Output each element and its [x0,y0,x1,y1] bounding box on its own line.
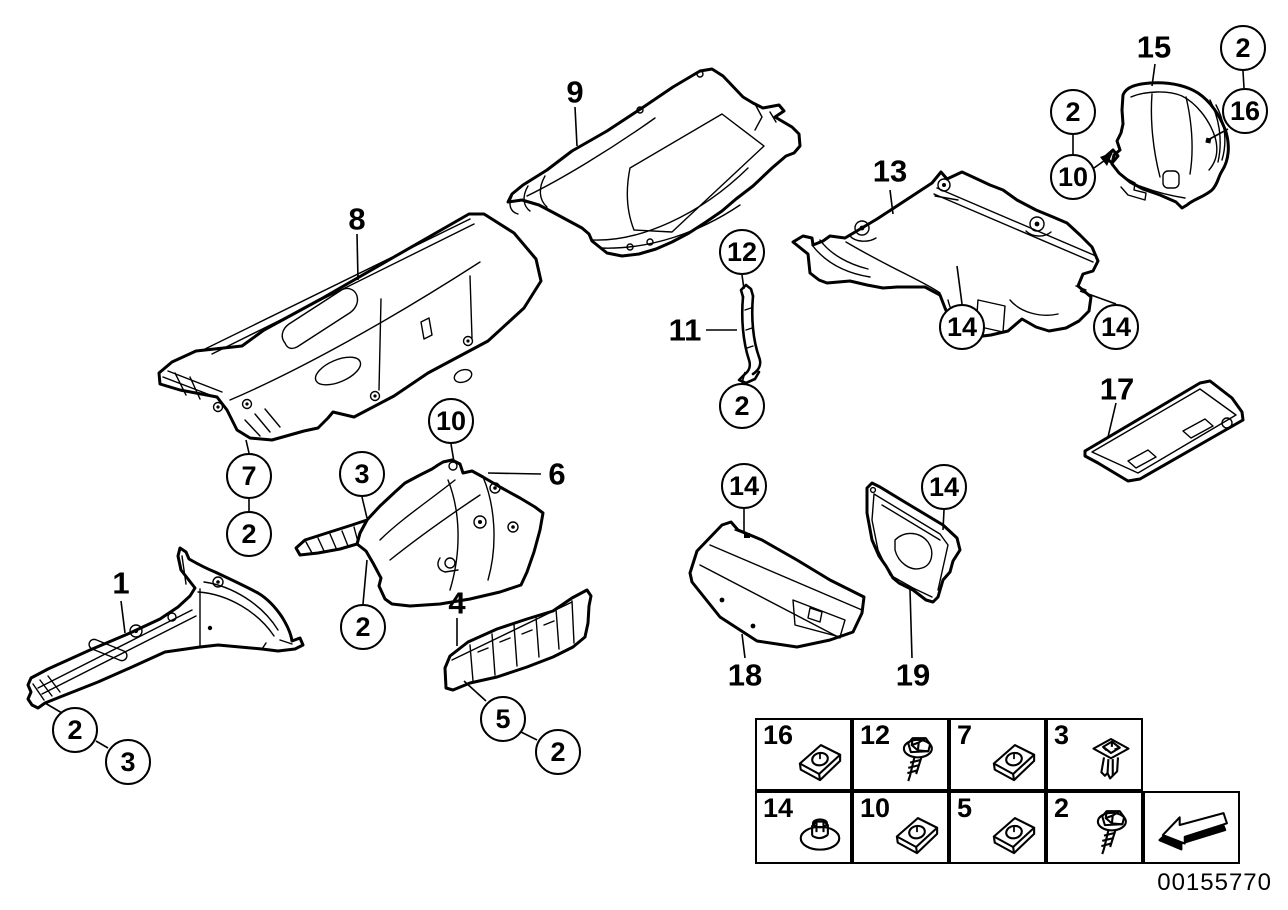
leader-line [356,233,359,281]
leader-line [450,443,455,463]
leader-line [120,600,126,634]
legend-cell-2[interactable]: 2 [1046,791,1143,864]
legend-cell-number: 5 [957,793,973,823]
fastener-callout-3[interactable]: 3 [339,451,385,497]
legend-cell-16[interactable]: 16 [755,718,852,791]
legend-nav-arrow-cell[interactable] [1143,791,1240,864]
fastener-callout-2[interactable]: 2 [1050,89,1096,135]
part-9-drawing[interactable] [506,67,802,258]
part-label-13[interactable]: 13 [872,153,908,189]
leader-line [741,633,746,659]
leader-line [362,559,368,605]
leader-line [95,740,109,749]
fastener-callout-10[interactable]: 10 [428,398,474,444]
leader-line [1107,402,1117,438]
legend-cell-number: 16 [763,720,794,750]
leader-lines [44,63,1245,749]
legend-cell-5[interactable]: 5 [949,791,1046,864]
legend-cell-number: 14 [763,793,794,823]
leader-line [245,439,250,454]
part-19-drawing[interactable] [865,481,962,604]
part-label-11[interactable]: 11 [668,312,702,348]
legend-cell-number: 12 [860,720,891,750]
fastener-callout-12[interactable]: 12 [719,229,765,275]
part-4-drawing[interactable] [443,588,593,692]
fastener-callout-2[interactable]: 2 [1220,25,1266,71]
washer-nut-icon [792,805,848,861]
part-label-15[interactable]: 15 [1136,29,1172,65]
fastener-callout-14[interactable]: 14 [1093,304,1139,350]
legend-cell-number: 3 [1054,720,1070,750]
fastener-callout-2[interactable]: 2 [340,604,386,650]
leader-line [44,702,63,714]
leader-line [1151,63,1156,87]
part-label-4[interactable]: 4 [448,585,466,621]
fastener-callout-3[interactable]: 3 [105,739,151,785]
legend-cell-12[interactable]: 12 [852,718,949,791]
fastener-callout-5[interactable]: 5 [480,696,526,742]
leader-line [487,472,542,475]
part-1-drawing[interactable] [26,546,305,710]
legend-cell-14[interactable]: 14 [755,791,852,864]
legend-cell-number: 2 [1054,793,1070,823]
part-8-drawing[interactable] [157,212,543,442]
leader-line [574,106,578,147]
part-label-6[interactable]: 6 [548,456,566,492]
legend-cell-3[interactable]: 3 [1046,718,1143,791]
screw-icon [889,732,945,788]
leader-line [889,189,894,215]
clip-nut-icon [792,732,848,788]
part-13-drawing[interactable] [791,170,1100,339]
part-label-17[interactable]: 17 [1099,371,1135,407]
part-6-drawing[interactable] [355,458,545,608]
part-17-drawing[interactable] [1083,379,1245,483]
fastener-callout-14[interactable]: 14 [721,463,767,509]
direction-arrow-icon [1151,797,1232,858]
part-label-19[interactable]: 19 [895,657,931,693]
leader-line [909,589,913,659]
clip-nut-icon [986,805,1042,861]
screw-icon [1083,805,1139,861]
part-11-drawing[interactable] [737,283,762,385]
legend-cell-7[interactable]: 7 [949,718,1046,791]
leader-line [1242,70,1245,89]
clip-nut-icon [986,732,1042,788]
clip-nut-icon [889,805,945,861]
part-label-1[interactable]: 1 [112,565,130,601]
fastener-callout-14[interactable]: 14 [939,304,985,350]
fastener-callout-14[interactable]: 14 [921,464,967,510]
leader-line [741,371,746,384]
part-label-18[interactable]: 18 [727,657,763,693]
fastener-callout-2[interactable]: 2 [52,707,98,753]
leader-line [463,680,487,702]
leader-line [956,265,963,305]
part-3-strip-drawing[interactable] [294,518,369,557]
legend-cell-10[interactable]: 10 [852,791,949,864]
part-15-drawing[interactable] [1103,81,1230,210]
part-label-8[interactable]: 8 [348,201,366,237]
diagram-part-number: 00155770 [1157,869,1272,896]
fastener-callout-10[interactable]: 10 [1050,154,1096,200]
legend-cell-number: 7 [957,720,973,750]
fastener-callout-2[interactable]: 2 [719,383,765,429]
leader-line [1093,157,1109,169]
leader-line [520,731,538,741]
legend-cell-number: 10 [860,793,891,823]
part-18-drawing[interactable] [688,520,866,649]
leader-line [1079,290,1117,305]
fastener-callout-2[interactable]: 2 [226,511,272,557]
part-label-9[interactable]: 9 [566,74,584,110]
expanding-rivet-icon [1083,732,1139,788]
leader-line [741,274,745,290]
fastener-callout-7[interactable]: 7 [226,453,272,499]
fastener-callout-16[interactable]: 16 [1222,88,1268,134]
leader-line [1205,128,1229,142]
leader-line [361,496,368,519]
fastener-callout-2[interactable]: 2 [535,729,581,775]
leader-line [942,509,945,531]
